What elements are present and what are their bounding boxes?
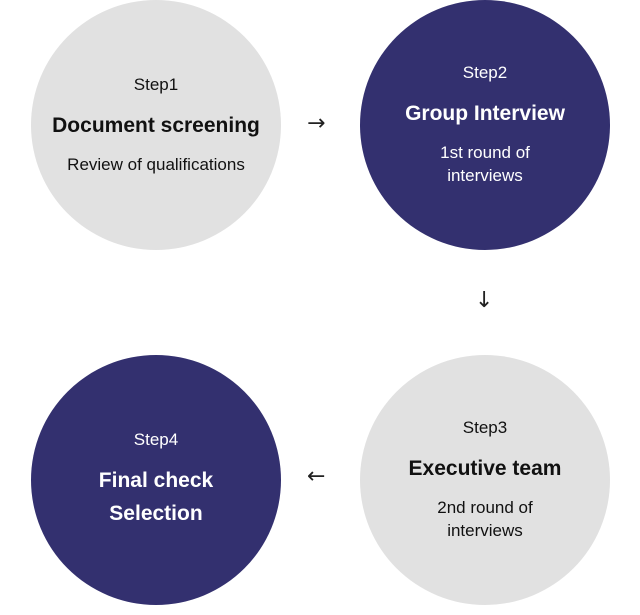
step3-title: Executive team	[408, 457, 562, 480]
step3-label: Step3	[462, 418, 508, 437]
step2-circle: Step2 Group Interview 1st round of inter…	[360, 0, 610, 250]
step3-circle: Step3 Executive team 2nd round of interv…	[360, 355, 610, 605]
step4-circle: Step4 Final check Selection	[31, 355, 281, 605]
step4-title: Final check Selection	[98, 469, 214, 525]
arrow-right-icon: →	[307, 111, 326, 136]
step1-title: Document screening	[52, 113, 260, 137]
arrow-down-icon: ↓	[475, 288, 494, 313]
step1-label: Step1	[133, 74, 179, 94]
step4-label: Step4	[133, 430, 179, 449]
step2-label: Step2	[462, 63, 508, 82]
step3-description: 2nd round of interviews	[437, 498, 533, 540]
step2-description: 1st round of interviews	[440, 143, 530, 185]
arrow-left-icon: ←	[307, 464, 326, 489]
step1-description: Review of qualifications	[67, 154, 245, 174]
step1-circle: Step1 Document screening Review of quali…	[31, 0, 281, 250]
step2-title: Group Interview	[405, 102, 565, 125]
